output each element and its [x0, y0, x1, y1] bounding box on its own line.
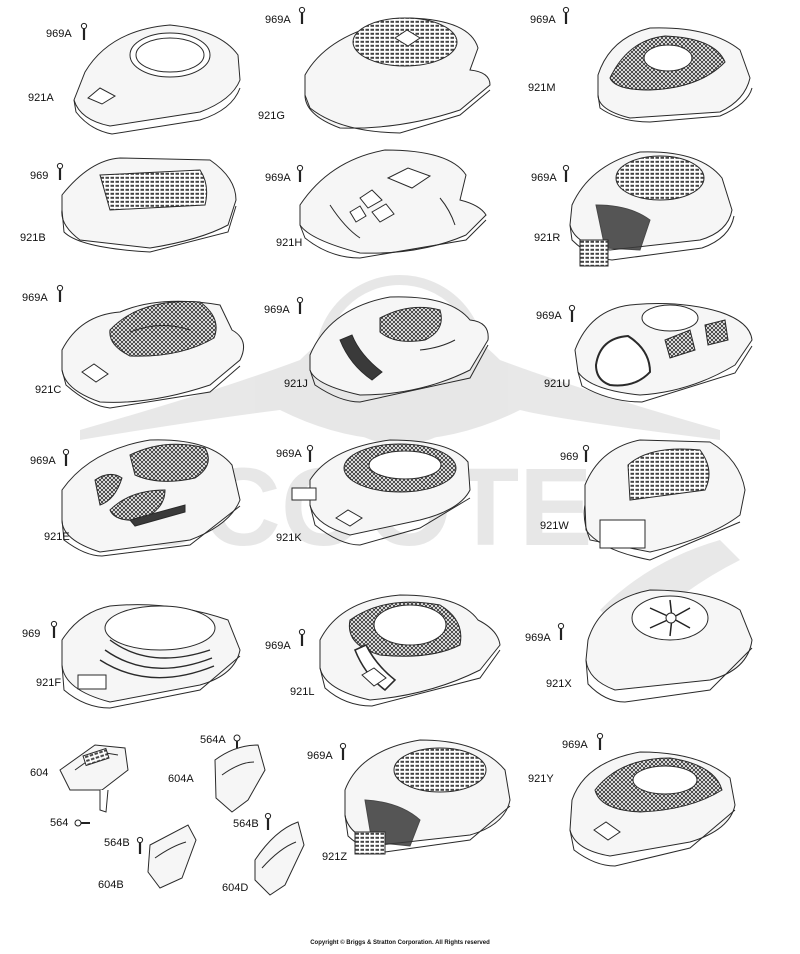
label-604: 604 [30, 767, 49, 779]
label-969-2: 969 [560, 451, 579, 463]
part-604A [214, 744, 266, 813]
label-921G: 921G [258, 110, 285, 122]
label-969-1: 969 [30, 170, 49, 182]
cover-921J [309, 296, 489, 403]
cover-921M [597, 27, 753, 123]
label-921F: 921F [36, 677, 62, 689]
label-921B: 921B [20, 232, 46, 244]
cover-921Z [344, 739, 511, 855]
part-604B [147, 824, 197, 889]
label-969A-2: 969A [265, 14, 291, 26]
cover-921X [585, 589, 753, 703]
label-921R: 921R [534, 232, 561, 244]
screw-564A [233, 734, 241, 748]
label-921U: 921U [544, 378, 571, 390]
label-969A-13: 969A [307, 750, 333, 762]
label-969A-5: 969A [531, 172, 557, 184]
cover-921W [583, 439, 746, 561]
label-969A-10: 969A [276, 448, 302, 460]
cover-921C [61, 300, 245, 409]
label-564B-left: 564B [104, 837, 130, 849]
cover-921K [291, 439, 471, 546]
screw-564B-left [136, 836, 144, 856]
label-921C: 921C [35, 384, 62, 396]
screw-564B-right [264, 812, 272, 832]
label-921L: 921L [290, 686, 315, 698]
part-604 [59, 744, 129, 813]
label-921E: 921E [44, 531, 70, 543]
label-921W: 921W [540, 520, 569, 532]
label-969A-12: 969A [525, 632, 551, 644]
label-564B-right: 564B [233, 818, 259, 830]
label-921K: 921K [276, 532, 302, 544]
label-921M: 921M [528, 82, 556, 94]
label-604A: 604A [168, 773, 194, 785]
label-921A: 921A [28, 92, 54, 104]
label-969A-3: 969A [530, 14, 556, 26]
label-604D: 604D [222, 882, 249, 894]
label-921H: 921H [276, 237, 303, 249]
label-921X: 921X [546, 678, 572, 690]
cover-921B [61, 157, 237, 253]
cover-921H [299, 149, 487, 259]
label-969A-4: 969A [265, 172, 291, 184]
label-969A-9: 969A [30, 455, 56, 467]
label-969A-14: 969A [562, 739, 588, 751]
cover-921L [319, 594, 501, 707]
label-969A-6: 969A [22, 292, 48, 304]
cover-921A [73, 24, 241, 135]
label-969A-1: 969A [46, 28, 72, 40]
label-969-3: 969 [22, 628, 41, 640]
label-921Z: 921Z [322, 851, 348, 863]
label-969A-11: 969A [265, 640, 291, 652]
cover-921E [61, 439, 241, 557]
screw-564 [74, 819, 90, 827]
cover-921Y [569, 751, 736, 867]
label-604B: 604B [98, 879, 124, 891]
label-969A-7: 969A [264, 304, 290, 316]
label-564: 564 [50, 817, 69, 829]
label-921J: 921J [284, 378, 308, 390]
label-921Y: 921Y [528, 773, 554, 785]
part-604D [254, 821, 305, 896]
copyright-notice: Copyright © Briggs & Stratton Corporatio… [310, 940, 490, 946]
cover-921U [574, 303, 753, 403]
label-969A-8: 969A [536, 310, 562, 322]
cover-921F [61, 604, 241, 709]
label-564A: 564A [200, 734, 226, 746]
cover-921R [569, 151, 735, 267]
cover-921G [304, 17, 491, 134]
